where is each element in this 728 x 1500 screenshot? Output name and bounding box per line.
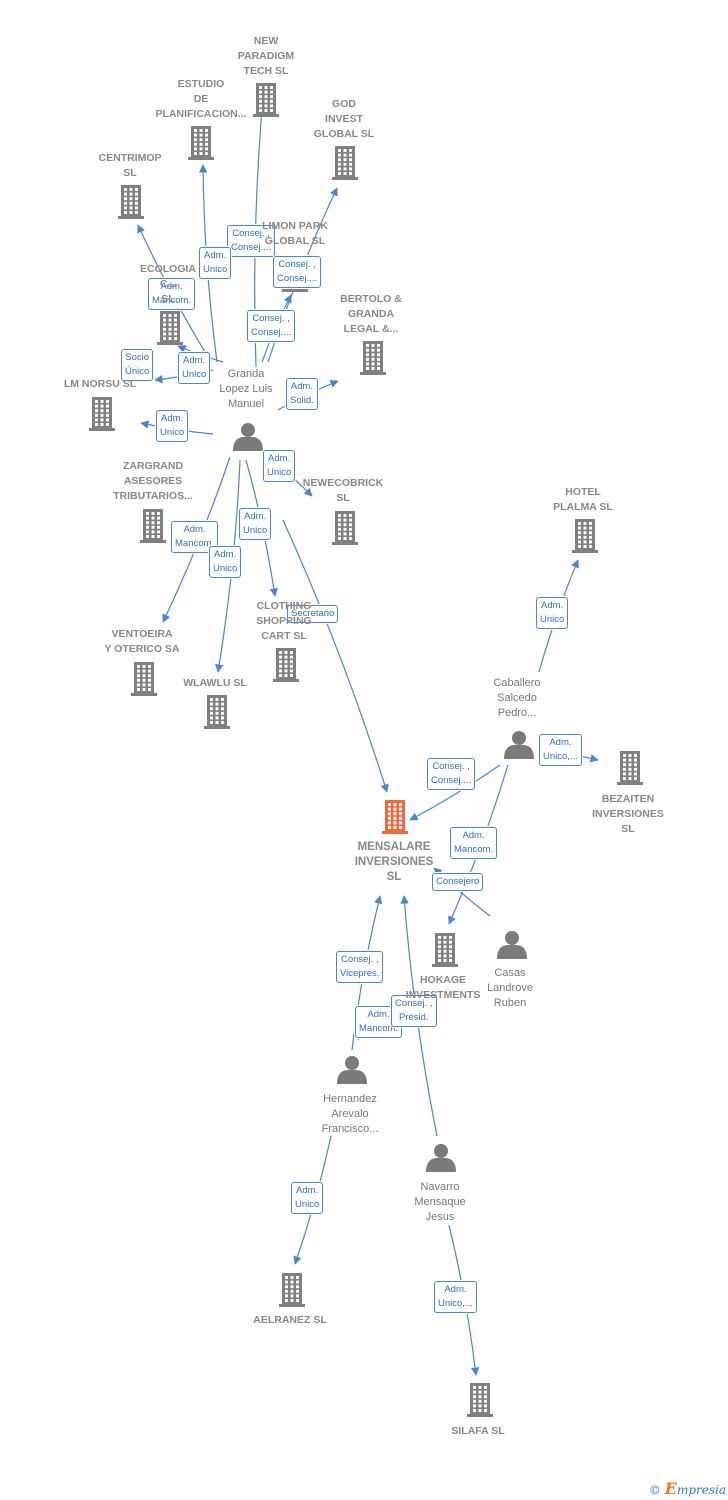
company-icon-clothing[interactable] xyxy=(273,648,299,682)
company-icon-aelranez[interactable] xyxy=(279,1273,305,1307)
person-icon-navarro[interactable] xyxy=(426,1144,456,1172)
footer-brand: © Empresia xyxy=(649,1479,726,1498)
edges-layer xyxy=(137,96,599,1376)
edge-hernandez-to-mensalare xyxy=(351,895,383,1051)
person-icon-hernandez[interactable] xyxy=(337,1056,367,1084)
company-icon-lm-norsu[interactable] xyxy=(89,397,115,431)
edge-granda-to-ventoeira xyxy=(162,456,231,623)
company-icon-newecobrick[interactable] xyxy=(332,511,358,545)
edge-granda-to-mensalare xyxy=(282,519,389,793)
person-icon-casas[interactable] xyxy=(497,931,527,959)
company-icon-wlawlu[interactable] xyxy=(204,695,230,729)
edge-navarro-to-mensalare xyxy=(400,895,438,1137)
company-icon-hokage[interactable] xyxy=(432,933,458,967)
company-icon-hotel-plalma[interactable] xyxy=(572,519,598,553)
edge-granda-to-clothing xyxy=(245,459,279,597)
edge-granda-to-lm-norsu xyxy=(154,369,214,384)
edge-caballero-to-hokage xyxy=(448,764,509,925)
company-icon-bertolo[interactable] xyxy=(360,341,386,375)
company-icon-ecologia[interactable] xyxy=(157,311,183,345)
company-icon-zargrand[interactable] xyxy=(140,509,166,543)
edge-granda-to-bertolo xyxy=(277,379,339,411)
edge-caballero-to-hotel-plalma xyxy=(538,559,579,673)
person-icon-caballero[interactable] xyxy=(504,731,534,759)
main-company-icon-mensalare[interactable] xyxy=(382,800,408,834)
edge-granda-to-wlawlu xyxy=(215,459,241,673)
company-icon-estudio[interactable] xyxy=(188,126,214,160)
company-icon-god-invest[interactable] xyxy=(332,146,358,180)
copyright-symbol: © xyxy=(648,1483,661,1497)
nodes-layer xyxy=(89,83,643,1417)
edge-granda-to-newecobrick xyxy=(267,456,313,497)
edge-granda-to-new-paradigm xyxy=(254,96,267,368)
edge-granda-to-limon-park xyxy=(261,294,292,363)
edge-navarro-to-silafa xyxy=(448,1224,480,1376)
company-icon-bezaiten[interactable] xyxy=(617,751,643,785)
company-icon-new-paradigm[interactable] xyxy=(253,83,279,117)
company-icon-centrimop[interactable] xyxy=(118,185,144,219)
edge-caballero-to-mensalare xyxy=(409,764,501,821)
edge-granda-to-estudio xyxy=(198,164,218,363)
brand-name: mpresia xyxy=(676,1483,726,1497)
edge-caballero-to-bezaiten xyxy=(540,749,599,763)
person-icon-granda[interactable] xyxy=(233,423,263,451)
edge-granda-to-zargrand xyxy=(140,420,214,435)
edge-hernandez-to-aelranez xyxy=(293,1135,332,1265)
company-icon-ventoeira[interactable] xyxy=(131,662,157,696)
edge-hernandez-to-hokage xyxy=(357,1009,373,1041)
company-icon-silafa[interactable] xyxy=(467,1383,493,1417)
edge-casas-to-mensalare xyxy=(433,867,491,917)
brand-initial: E xyxy=(664,1479,677,1498)
company-icon-limon-park[interactable] xyxy=(282,258,308,292)
